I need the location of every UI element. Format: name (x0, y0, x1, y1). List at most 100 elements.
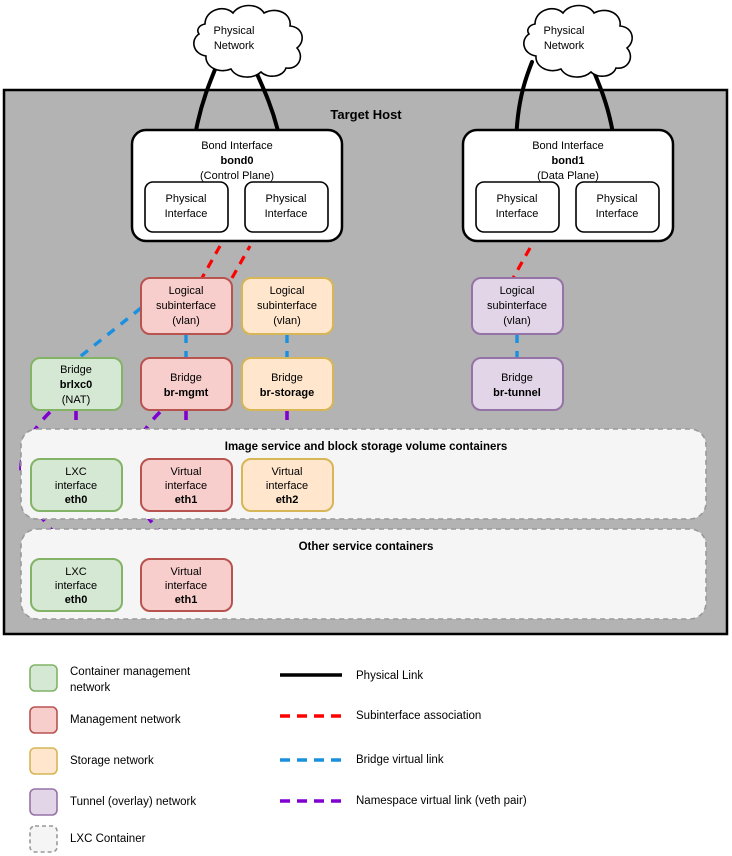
iface-eth1-b-box (140, 558, 233, 612)
bond1-line3: (Data Plane) (537, 170, 599, 182)
red-link-bond1-tunnel (510, 247, 532, 281)
subif-tunnel-box (471, 277, 564, 335)
legend-subinterface-association-label: Subinterface association (356, 710, 481, 722)
bond0-port-0 (144, 181, 229, 233)
bond1-port-0-line2: Interface (496, 208, 539, 220)
subif-mgmt-line2: subinterface (156, 300, 216, 312)
bond0-port-0-line2: Interface (165, 208, 208, 220)
bond0-line1: Bond Interface (201, 140, 273, 152)
red-link-bond0-storage (230, 245, 252, 279)
iface-eth0-b-name: eth0 (65, 594, 88, 606)
cloud-left-line1: Physical (214, 25, 255, 37)
bridge-virtual-links (74, 306, 519, 362)
bond0-port-0-line1: Physical (166, 193, 207, 205)
iface-eth1-a-line2: interface (165, 480, 207, 492)
bridge-br-tunnel-box (471, 357, 564, 411)
bridge-br-mgmt-line1: Bridge (170, 372, 202, 384)
iface-eth2-a-line1: Virtual (272, 466, 303, 478)
subif-mgmt-box (140, 277, 233, 335)
legend-container-mgmt-swatch (29, 664, 58, 692)
cloud-right-line1: Physical (544, 25, 585, 37)
iface-eth1-b-name: eth1 (175, 594, 198, 606)
legend-physical-link-label: Physical Link (356, 670, 423, 682)
iface-eth0-b-line2: interface (55, 580, 97, 592)
iface-eth0-a-line2: interface (55, 480, 97, 492)
subif-mgmt-line3: (vlan) (172, 315, 200, 327)
bridge-br-mgmt-box (140, 357, 233, 411)
bond0-port-1-line2: Interface (265, 208, 308, 220)
legend-swatch-column: Container management network Management … (29, 664, 196, 853)
legend-storage-swatch (29, 747, 58, 775)
bond1-port-1-line2: Interface (596, 208, 639, 220)
bridge-br-storage-group: Bridge br-storage (241, 357, 334, 411)
bridge-brlxc0-group: Bridge brlxc0 (NAT) (30, 357, 123, 411)
bond0-port-1-line1: Physical (266, 193, 307, 205)
iface-eth0-b-box (30, 558, 123, 612)
iface-eth2-a-box (241, 458, 334, 512)
iface-eth0-b-line1: LXC (65, 566, 86, 578)
legend-lxc-container-swatch (29, 825, 58, 853)
legend-bridge-virtual-link-label: Bridge virtual link (356, 754, 444, 766)
bridge-brlxc0-line1: Bridge (60, 364, 92, 376)
container-image-block-title: Image service and block storage volume c… (225, 441, 508, 453)
legend-namespace-virtual-link-label: Namespace virtual link (veth pair) (356, 795, 527, 807)
subif-storage-line1: Logical (270, 285, 305, 297)
iface-eth2-a-line2: interface (266, 480, 308, 492)
bridge-brlxc0-box (30, 357, 123, 411)
subinterface-association-links (200, 245, 532, 281)
bond1-line1: Bond Interface (532, 140, 604, 152)
bond0-group: Bond Interface bond0 (Control Plane) Phy… (130, 128, 344, 243)
subif-storage-line2: subinterface (257, 300, 317, 312)
subif-storage-line3: (vlan) (273, 315, 301, 327)
subif-tunnel-line3: (vlan) (503, 315, 531, 327)
legend-lxc-container-label: LXC Container (70, 833, 146, 845)
iface-eth2-a-name: eth2 (276, 494, 299, 506)
legend-management-label: Management network (70, 714, 181, 726)
bond0-name: bond0 (221, 155, 254, 167)
bridge-br-mgmt-group: Bridge br-mgmt (140, 357, 233, 411)
subif-storage-box (241, 277, 334, 335)
bond0-port-1 (244, 181, 329, 233)
subif-tunnel-group: Logical subinterface (vlan) (471, 277, 564, 335)
cloud-left: Physical Network (193, 4, 303, 78)
subif-mgmt-line1: Logical (169, 285, 204, 297)
legend-line-column: Physical Link Subinterface association B… (280, 670, 527, 807)
cloud-right-line2: Network (544, 40, 585, 52)
bond1-port-1-line1: Physical (597, 193, 638, 205)
subif-mgmt-group: Logical subinterface (vlan) (140, 277, 233, 335)
iface-eth0-a-name: eth0 (65, 494, 88, 506)
legend-container-mgmt-label-line2: network (70, 682, 111, 694)
legend-storage-label: Storage network (70, 755, 154, 767)
bond1-group: Bond Interface bond1 (Data Plane) Physic… (461, 128, 675, 243)
bridge-br-tunnel-line1: Bridge (501, 372, 533, 384)
iface-eth1-a-line1: Virtual (171, 466, 202, 478)
iface-eth1-b-line1: Virtual (171, 566, 202, 578)
bridge-br-tunnel-name: br-tunnel (493, 387, 541, 399)
iface-eth1-b-line2: interface (165, 580, 207, 592)
subif-tunnel-line1: Logical (500, 285, 535, 297)
bond1-port-1 (575, 181, 660, 233)
legend-tunnel-label: Tunnel (overlay) network (70, 796, 196, 808)
target-host-title: Target Host (330, 107, 402, 122)
container-image-block-group: Image service and block storage volume c… (20, 428, 707, 520)
blue-link-brlxc0 (74, 306, 143, 362)
bridge-br-mgmt-name: br-mgmt (164, 387, 209, 399)
bridge-brlxc0-line3: (NAT) (62, 394, 91, 406)
subif-storage-group: Logical subinterface (vlan) (241, 277, 334, 335)
legend-management-swatch (29, 706, 58, 734)
iface-eth1-a-box (140, 458, 233, 512)
red-link-bond0-mgmt (200, 245, 222, 279)
cloud-left-line2: Network (214, 40, 255, 52)
bridge-br-storage-line1: Bridge (271, 372, 303, 384)
container-other-title: Other service containers (299, 541, 434, 553)
subif-tunnel-line2: subinterface (487, 300, 547, 312)
iface-eth0-a-box (30, 458, 123, 512)
bond1-port-0-line1: Physical (497, 193, 538, 205)
iface-eth0-a-line1: LXC (65, 466, 86, 478)
iface-eth1-a-name: eth1 (175, 494, 198, 506)
legend-tunnel-swatch (29, 788, 58, 816)
bond0-line3: (Control Plane) (200, 170, 274, 182)
container-other-group: Other service containers LXC interface e… (20, 528, 707, 620)
cloud-right: Physical Network (523, 4, 633, 78)
